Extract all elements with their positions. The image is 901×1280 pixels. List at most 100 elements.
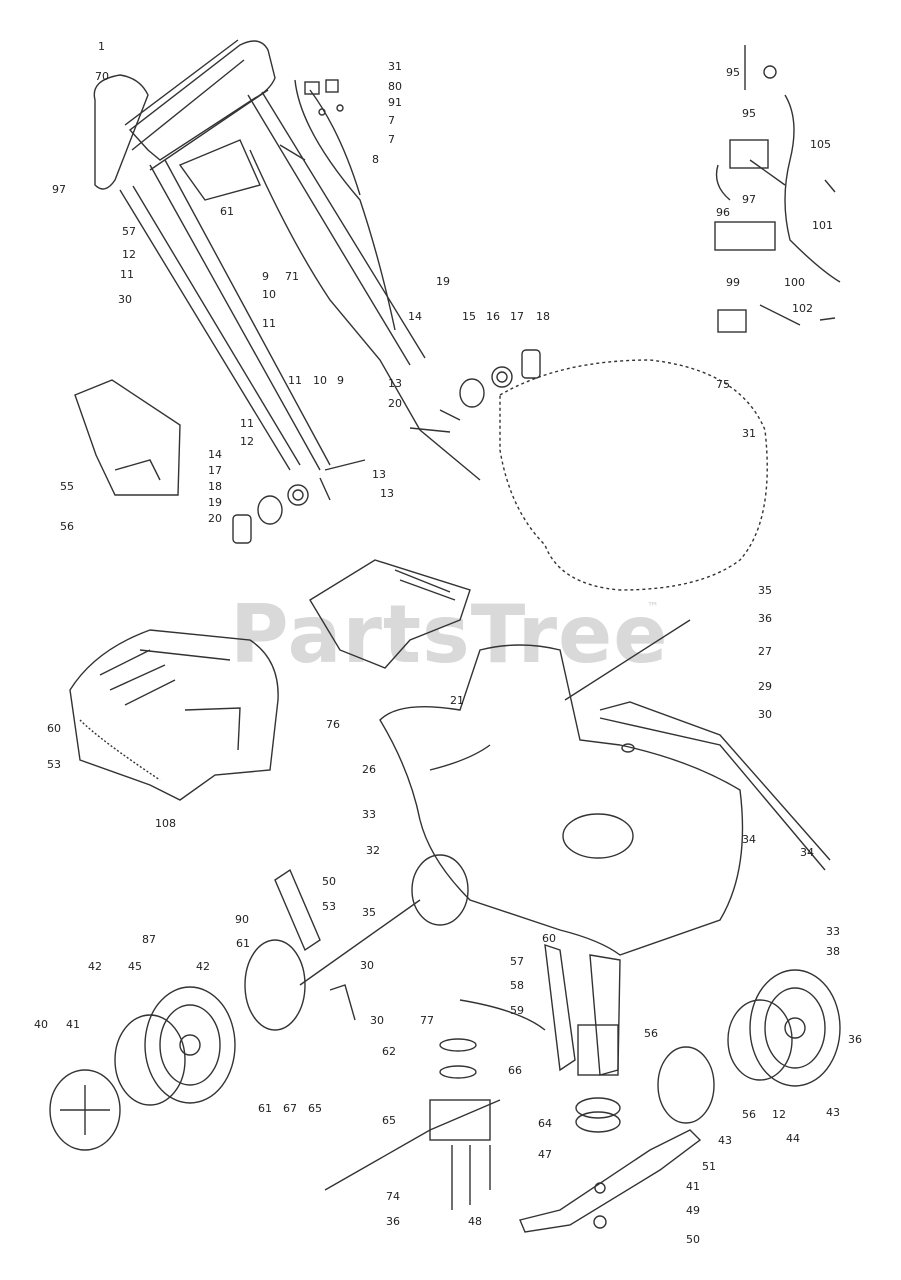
part-number-label: 101 <box>812 219 833 232</box>
part-number-label: 42 <box>88 960 102 973</box>
part-number-label: 76 <box>326 718 340 731</box>
part-number-label: 11 <box>120 268 134 281</box>
part-number-label: 95 <box>726 66 740 79</box>
part-number-label: 61 <box>220 205 234 218</box>
part-number-label: 7 <box>388 133 395 146</box>
part-number-label: 60 <box>542 932 556 945</box>
part-number-label: 95 <box>742 107 756 120</box>
part-number-label: 12 <box>240 435 254 448</box>
part-number-label: 31 <box>742 427 756 440</box>
part-number-label: 19 <box>436 275 450 288</box>
part-number-label: 26 <box>362 763 376 776</box>
watermark-text: PartsTree <box>230 588 669 681</box>
part-number-label: 43 <box>826 1106 840 1119</box>
part-number-label: 51 <box>702 1160 716 1173</box>
part-number-label: 105 <box>810 138 831 151</box>
engine-parts <box>459 943 621 1133</box>
part-number-label: 42 <box>196 960 210 973</box>
part-number-label: 11 <box>262 317 276 330</box>
upper-handle <box>119 39 426 471</box>
part-number-label: 102 <box>792 302 813 315</box>
part-number-label: 14 <box>208 448 222 461</box>
part-number-label: 75 <box>716 378 730 391</box>
mower-blade <box>519 1129 702 1233</box>
throttle-parts <box>279 79 344 161</box>
part-number-label: 53 <box>322 900 336 913</box>
part-number-label: 100 <box>784 276 805 289</box>
rear-axle-rods <box>564 619 831 871</box>
grass-catcher-bag <box>69 629 279 801</box>
part-number-label: 40 <box>34 1018 48 1031</box>
part-number-label: 87 <box>142 933 156 946</box>
part-number-label: 70 <box>95 70 109 83</box>
hub-cap-left <box>49 1014 186 1151</box>
part-number-label: 67 <box>283 1102 297 1115</box>
handle-bracket <box>178 139 261 201</box>
part-number-label: 41 <box>686 1180 700 1193</box>
part-number-label: 91 <box>388 96 402 109</box>
part-number-label: 35 <box>758 584 772 597</box>
part-number-label: 19 <box>208 496 222 509</box>
part-number-label: 71 <box>285 270 299 283</box>
handle-knob-left <box>232 459 366 544</box>
part-number-label: 17 <box>510 310 524 323</box>
part-number-label: 90 <box>235 913 249 926</box>
part-number-label: 49 <box>686 1204 700 1217</box>
part-number-label: 35 <box>362 906 376 919</box>
part-number-label: 53 <box>47 758 61 771</box>
part-number-label: 65 <box>382 1114 396 1127</box>
part-number-label: 12 <box>122 248 136 261</box>
part-number-label: 9 <box>337 374 344 387</box>
bail-lever <box>93 74 149 190</box>
part-number-label: 30 <box>118 293 132 306</box>
part-number-label: 44 <box>786 1132 800 1145</box>
mower-deck <box>379 644 744 956</box>
part-number-label: 108 <box>155 817 176 830</box>
trademark-symbol: ™ <box>647 600 659 614</box>
part-number-label: 64 <box>538 1117 552 1130</box>
part-number-label: 47 <box>538 1148 552 1161</box>
gear-drive <box>324 1038 501 1210</box>
part-number-label: 65 <box>308 1102 322 1115</box>
part-number-label: 34 <box>742 833 756 846</box>
part-number-label: 57 <box>122 225 136 238</box>
part-number-label: 13 <box>372 468 386 481</box>
part-number-label: 66 <box>508 1064 522 1077</box>
part-number-label: 58 <box>510 979 524 992</box>
part-number-label: 30 <box>758 708 772 721</box>
part-number-label: 17 <box>208 464 222 477</box>
part-number-label: 9 <box>262 270 269 283</box>
part-number-label: 43 <box>718 1134 732 1147</box>
control-cables <box>249 79 481 481</box>
part-number-label: 21 <box>450 694 464 707</box>
part-number-label: 29 <box>758 680 772 693</box>
wheel-rear-left <box>144 986 236 1104</box>
part-number-label: 31 <box>388 60 402 73</box>
part-number-label: 12 <box>772 1108 786 1121</box>
part-number-label: 14 <box>408 310 422 323</box>
part-number-label: 45 <box>128 960 142 973</box>
part-number-label: 11 <box>288 374 302 387</box>
wheel-front-left <box>244 854 469 1031</box>
part-number-label: 36 <box>386 1215 400 1228</box>
handle-knob-right <box>409 349 541 433</box>
part-number-label: 32 <box>366 844 380 857</box>
part-number-label: 1 <box>98 40 105 53</box>
part-number-label: 20 <box>388 397 402 410</box>
bag-frame-cover <box>74 379 181 496</box>
part-number-label: 97 <box>52 183 66 196</box>
part-number-label: 80 <box>388 80 402 93</box>
height-adjuster <box>274 868 356 1021</box>
part-number-label: 55 <box>60 480 74 493</box>
part-number-label: 13 <box>380 487 394 500</box>
part-number-label: 56 <box>742 1108 756 1121</box>
part-number-label: 8 <box>372 153 379 166</box>
upper-deck-outline <box>499 359 768 591</box>
part-number-label: 61 <box>258 1102 272 1115</box>
part-number-label: 30 <box>360 959 374 972</box>
part-number-label: 15 <box>462 310 476 323</box>
part-number-label: 61 <box>236 937 250 950</box>
part-number-label: 36 <box>848 1033 862 1046</box>
electric-start-kit <box>714 45 841 333</box>
